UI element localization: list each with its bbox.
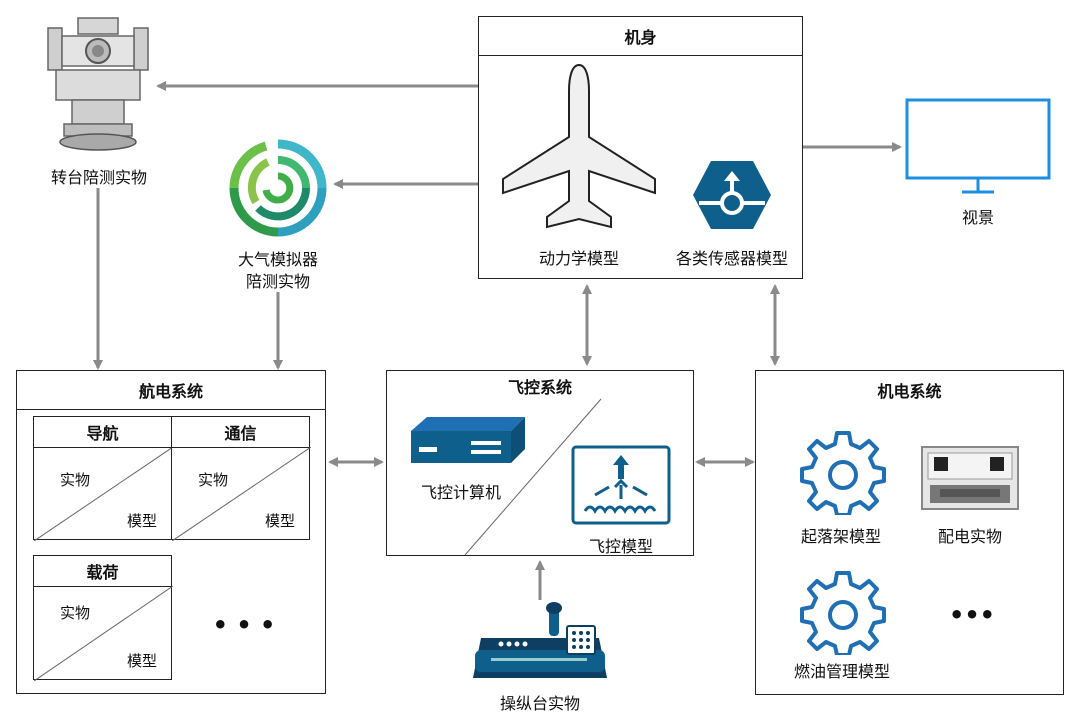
payload-module: 载荷 实物 模型 bbox=[33, 555, 173, 681]
nav-model-label: 模型 bbox=[126, 512, 157, 530]
turntable-label: 转台陪测实物 bbox=[50, 168, 147, 187]
dynamics-model-label: 动力学模型 bbox=[538, 249, 619, 268]
atmosphere-simulator-icon bbox=[228, 138, 328, 242]
payload-model-label: 模型 bbox=[126, 652, 157, 670]
flight-computer-label: 飞控计算机 bbox=[420, 483, 501, 502]
flight-model-label: 飞控模型 bbox=[588, 537, 653, 556]
sensor-model-label: 各类传感器模型 bbox=[675, 249, 788, 268]
comm-real-label: 实物 bbox=[198, 471, 229, 489]
joystick-console-icon bbox=[471, 598, 609, 688]
landing-gear-gear-icon bbox=[800, 429, 886, 519]
atmosphere-label-line1: 大气模拟器 bbox=[237, 250, 318, 269]
fuel-management-gear-icon bbox=[800, 569, 886, 659]
nav-module: 导航 实物 模型 bbox=[33, 416, 173, 541]
nav-real-label: 实物 bbox=[60, 471, 91, 489]
comm-model-label: 模型 bbox=[264, 512, 295, 530]
landing-gear-label: 起落架模型 bbox=[800, 527, 881, 546]
monitor-icon bbox=[904, 97, 1052, 201]
power-distribution-icon bbox=[920, 445, 1020, 515]
airframe-title: 机身 bbox=[479, 17, 802, 56]
electromech-ellipsis: ••• bbox=[948, 601, 996, 629]
airframe-box: 机身 动力学模型 各类传感器模型 bbox=[478, 16, 803, 279]
fuel-management-label: 燃油管理模型 bbox=[793, 662, 890, 681]
power-distribution-label: 配电实物 bbox=[937, 527, 1002, 546]
flight-control-divider bbox=[464, 398, 602, 556]
avionics-title: 航电系统 bbox=[17, 371, 325, 410]
nav-module-title: 导航 bbox=[34, 417, 171, 448]
comm-module-title: 通信 bbox=[172, 417, 309, 448]
avionics-box: 航电系统 导航 实物 模型 通信 实物 模型 载荷 实物 模型 • • • bbox=[16, 370, 326, 694]
airplane-icon bbox=[499, 61, 659, 237]
payload-real-label: 实物 bbox=[60, 604, 91, 622]
electromech-title: 机电系统 bbox=[877, 382, 942, 401]
flight-control-title: 飞控系统 bbox=[507, 378, 572, 397]
flight-computer-icon bbox=[407, 413, 527, 469]
atmosphere-label-line2: 陪测实物 bbox=[245, 272, 310, 291]
flight-control-box: 飞控系统 飞控计算机 飞控模型 bbox=[386, 370, 694, 556]
sensor-icon bbox=[691, 159, 773, 235]
display-label: 视景 bbox=[961, 208, 994, 227]
turntable-icon bbox=[42, 14, 154, 160]
comm-module: 通信 实物 模型 bbox=[171, 416, 311, 541]
avionics-ellipsis: • • • bbox=[212, 611, 276, 639]
electromech-box: 机电系统 起落架模型 配电实物 燃油管理模型 ••• bbox=[755, 370, 1064, 695]
console-label: 操纵台实物 bbox=[499, 694, 580, 713]
payload-module-title: 载荷 bbox=[34, 556, 171, 587]
flight-model-icon bbox=[571, 445, 671, 529]
